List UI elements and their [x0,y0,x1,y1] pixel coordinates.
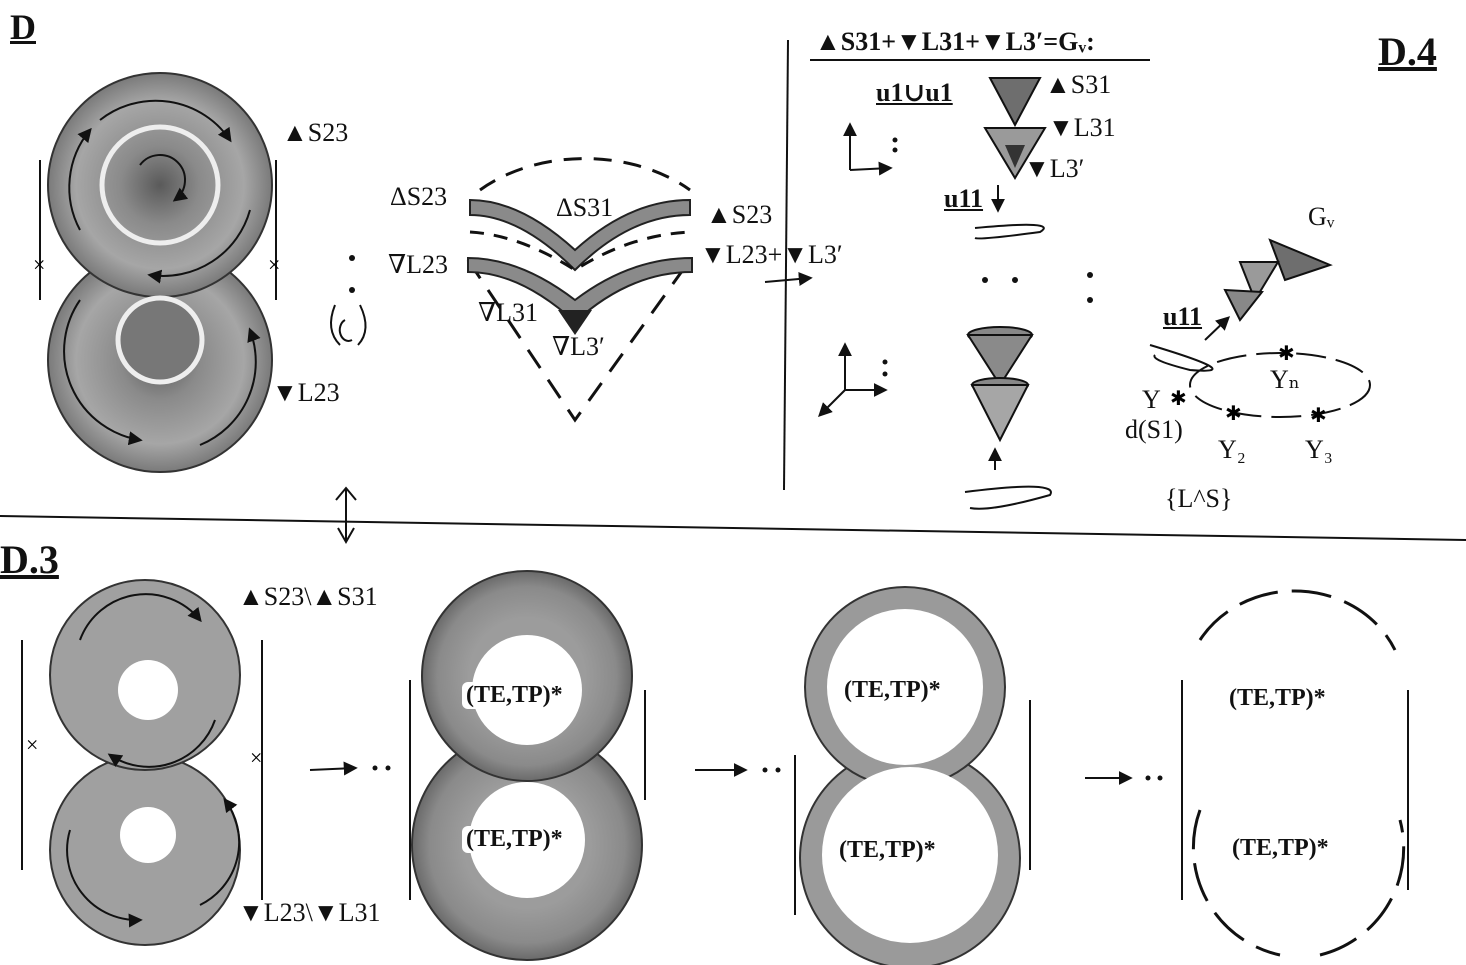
label-s31: ▲S31 [1045,70,1111,100]
label-yn: Yₙ [1270,365,1300,395]
d3-open-shells [1182,591,1408,955]
svg-text:✱: ✱ [1225,403,1242,425]
svg-text:×: × [26,732,38,757]
d3-vortex-pair: × × [22,580,262,945]
label-u11-upper: u11 [944,184,983,214]
tetp-label-2-bottom: (TE,TP)* [835,837,940,864]
tetp-label-1-bottom: (TE,TP)* [462,826,567,853]
label-nabla-l23: ∇L23 [388,250,448,280]
label-gv: Gᵥ [1308,202,1334,232]
label-delta-s31: ΔS31 [556,193,613,223]
svg-text:×: × [250,745,262,770]
label-s23-right: ▲S23 [706,200,772,230]
axes-3d-icon [820,345,888,415]
svg-text:✱: ✱ [1170,388,1187,410]
label-s23-left: ▲S23 [282,118,348,148]
equation-gv: ▲S31+▼L31+▼L3′=Gᵥ: [815,27,1095,57]
tetp-label-3-top: (TE,TP)* [1225,685,1330,712]
tetp-label-2-top: (TE,TP)* [840,677,945,704]
rotation-symbol [331,255,366,345]
arrow-to-d4 [765,278,810,282]
label-l23-minus-l31: ▼L23\▼L31 [238,898,380,928]
panel-title-d4: D.4 [1378,28,1437,75]
tetp-label-3-bottom: (TE,TP)* [1228,835,1333,862]
axes-2d-icon [850,125,898,170]
horizontal-divider [0,516,1466,540]
d3-ring-pair-1 [410,571,645,960]
dots-ellipsis [982,272,1093,303]
label-y: Y [1142,385,1161,415]
label-l31: ▼L31 [1048,113,1116,143]
svg-text:✱: ✱ [1278,343,1295,365]
label-l23-left: ▼L23 [272,378,340,408]
panel-title-d3: D.3 [0,536,59,583]
label-nabla-l31: ∇L31 [478,298,538,328]
label-delta-s23: ΔS23 [390,182,447,212]
label-l-wedge-s: {L^S} [1165,484,1233,514]
label-l3-prime: ▼L3′ [1024,154,1084,184]
label-s23-minus-s31: ▲S23\▲S31 [238,582,378,612]
svg-text:✱: ✱ [1310,405,1327,427]
label-d-s1: d(S1) [1125,415,1183,445]
cone-stack-lower [965,327,1051,509]
twin-vortex-discs: × × [33,73,280,472]
label-y3: Y₃ [1305,435,1333,465]
label-y2: Y₂ [1218,435,1246,465]
panel-title-d: D [10,6,36,48]
label-l23-plus-l3p: ▼L23+▼L3′ [700,240,843,270]
label-u11-lower: u11 [1163,302,1202,332]
label-nabla-l3p: ∇L3′ [552,332,605,362]
label-u1-union-u1: u1∪u1 [876,78,953,108]
tetp-label-1-top: (TE,TP)* [462,682,567,709]
down-arrow-between-panels [336,488,356,542]
d3-ring-pair-2 [795,587,1030,965]
svg-text:×: × [268,252,280,277]
svg-text:×: × [33,252,45,277]
